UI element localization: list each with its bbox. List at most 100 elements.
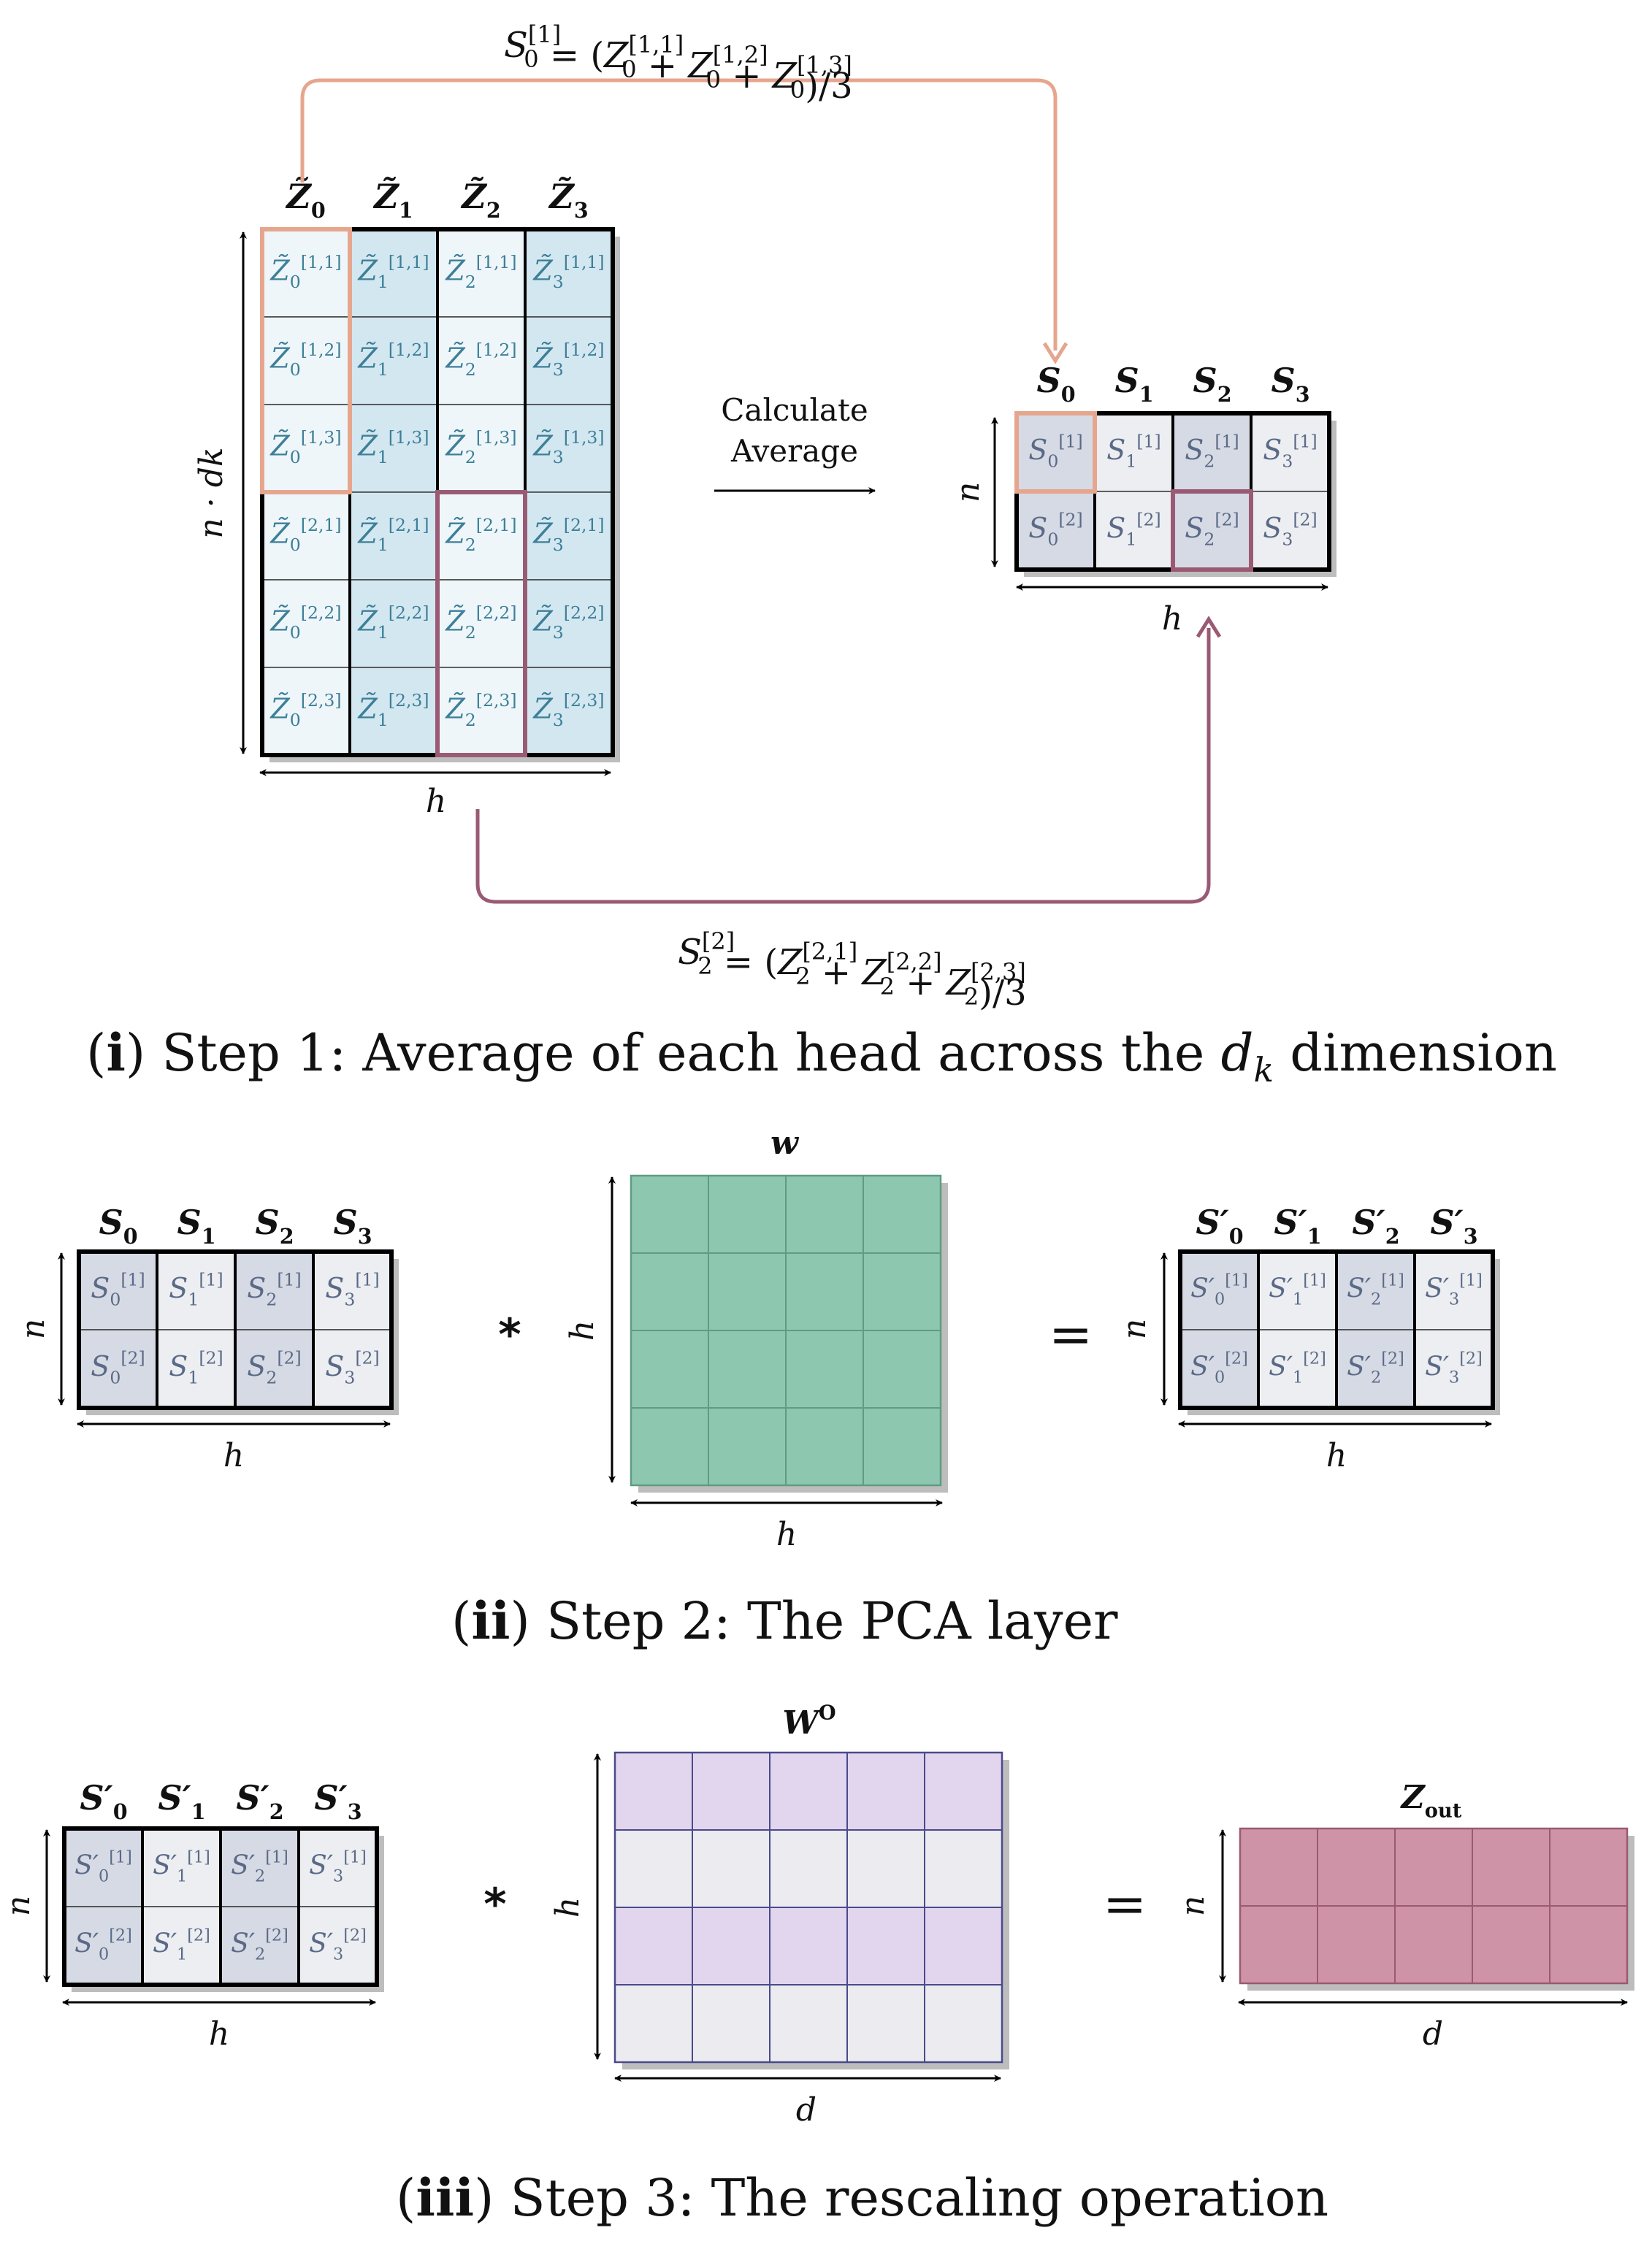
wo-matrix-cell	[769, 1907, 848, 1985]
z-head-label: Z̃0	[285, 177, 325, 223]
z-head-label: Z̃1	[372, 177, 413, 223]
step2-sp-matrix-cell-label: S′0[2]	[1190, 1349, 1248, 1387]
step2-s-width-label: h	[223, 1437, 244, 1474]
z-matrix-cell-label: Z̃1[2,1]	[357, 515, 429, 555]
z-matrix-cell-label: Z̃1[2,3]	[357, 690, 429, 730]
wo-matrix-cell	[769, 1752, 848, 1831]
z-matrix-cell-label: Z̃0[2,1]	[269, 515, 341, 555]
s-matrix-cell	[1094, 413, 1174, 492]
step2-s-matrix-cell	[234, 1329, 314, 1409]
step2-sp-matrix: S′0[1]S′1[1]S′2[1]S′3[1]S′0[2]S′1[2]S′2[…	[1178, 1249, 1500, 1415]
z-highlight-maroon	[435, 490, 527, 757]
w-matrix-cell	[708, 1407, 787, 1486]
step2-s-matrix-cell-label: S2[2]	[247, 1347, 301, 1387]
wo-matrix-cell	[924, 1907, 1003, 1985]
caption-step-3-text: Step 3: The rescaling operation	[510, 2168, 1329, 2228]
step2-s-height-label: n	[15, 1319, 52, 1339]
step2-s-matrix-border	[77, 1249, 394, 1410]
wo-matrix-cell	[614, 1984, 693, 2063]
step2-sp-matrix-cell	[1179, 1329, 1259, 1409]
z-matrix-cell	[349, 316, 438, 405]
wo-height-label: h	[549, 1897, 586, 1918]
z-matrix-cell	[437, 667, 526, 756]
wo-matrix-cell	[846, 1829, 925, 1908]
z-matrix-cell-label: Z̃2[1,3]	[445, 427, 516, 467]
z-matrix-cell	[349, 667, 438, 756]
step2-sp-matrix-cell-label: S′2[2]	[1347, 1349, 1404, 1387]
s-matrix-cell-label: S1[2]	[1106, 509, 1160, 549]
step2-sp-matrix-cell	[1336, 1251, 1415, 1330]
z-matrix-cell	[524, 667, 613, 756]
w-matrix-cell	[785, 1407, 864, 1486]
z-matrix-cell-label: Z̃1[1,2]	[357, 340, 429, 380]
step2-sp-matrix-cell-label: S′0[1]	[1190, 1271, 1248, 1309]
step3-sp-matrix-cell-label: S′0[1]	[74, 1848, 132, 1886]
step2-s-matrix-cell-label: S1[1]	[169, 1269, 223, 1309]
step2-sp-matrix-cell-label: S′2[1]	[1347, 1271, 1404, 1309]
z-matrix-cell-label: Z̃0[2,2]	[269, 602, 341, 643]
step2-multiply: *	[498, 1309, 521, 1360]
step2-s-matrix-cell	[156, 1251, 236, 1330]
s-highlight-maroon	[1171, 489, 1253, 572]
step3-sp-matrix-cell	[64, 1906, 143, 1985]
s-head-label: S3	[1271, 361, 1309, 407]
w-matrix-cell	[863, 1175, 941, 1254]
z-matrix-cell-label: Z̃2[2,1]	[445, 515, 516, 555]
wo-matrix-cell	[769, 1984, 848, 2063]
z-matrix-cell-label: Z̃2[2,3]	[445, 690, 516, 730]
w-matrix-cell	[785, 1252, 864, 1331]
w-matrix-cell	[785, 1330, 864, 1409]
z-matrix-cell-label: Z̃3[2,3]	[532, 690, 604, 730]
zout-width-label: d	[1423, 2015, 1443, 2053]
step3-sp-matrix-cell-label: S′3[2]	[309, 1926, 367, 1964]
step2-equals: =	[1049, 1303, 1093, 1365]
step3-sp-matrix-cell	[142, 1828, 221, 1907]
z-highlight-orange	[260, 227, 352, 494]
step2-s-matrix: S0[1]S1[1]S2[1]S3[1]S0[2]S1[2]S2[2]S3[2]	[77, 1249, 399, 1415]
s-matrix-cell-label: S3[1]	[1263, 431, 1317, 471]
zout-matrix	[1239, 1827, 1634, 1991]
step3-sp-head-label: S′3	[314, 1778, 362, 1824]
z-matrix-cell	[437, 316, 526, 405]
formula-bottom: S[2]2 = (Z[2,1]2 + Z[2,2]2 + Z[2,3]2)/3	[678, 927, 1027, 1014]
caption-step-1: (i) Step 1: Average of each head across …	[86, 1022, 1557, 1090]
zout-height-label: n	[1174, 1896, 1212, 1916]
caption-step-1-symbol: dk	[1220, 1023, 1274, 1090]
s-matrix-cell-label: S2[1]	[1185, 431, 1239, 471]
w-matrix-cell	[708, 1252, 787, 1331]
w-label: w	[770, 1125, 800, 1162]
w-height-label: h	[564, 1320, 601, 1341]
z-matrix-cell	[261, 579, 351, 668]
caption-step-3-number: iii	[416, 2167, 475, 2228]
op-label-line1: Calculate	[721, 392, 868, 428]
connector-orange	[300, 78, 1058, 351]
zout-matrix-border	[1239, 1827, 1629, 1985]
caption-step-1-text: Step 1: Average of each head across the	[161, 1023, 1205, 1083]
step3-sp-matrix-cell-label: S′2[2]	[231, 1926, 288, 1964]
step2-sp-head-label: S′0	[1196, 1203, 1243, 1249]
step3-sp-width-label: h	[209, 2015, 229, 2053]
z-matrix-cell	[437, 579, 526, 668]
z-matrix-cell-label: Z̃1[1,1]	[357, 252, 429, 292]
wo-matrix	[613, 1751, 1009, 2069]
zout-matrix-cell	[1394, 1905, 1473, 1984]
w-matrix-cell	[863, 1407, 941, 1486]
s-width-label: h	[1162, 600, 1182, 637]
zout-matrix-cell	[1317, 1905, 1396, 1984]
z-matrix: Z̃0[1,1]Z̃1[1,1]Z̃2[1,1]Z̃3[1,1]Z̃0[1,2]…	[260, 227, 620, 762]
wo-matrix-cell	[846, 1984, 925, 2063]
wo-matrix-cell	[769, 1829, 848, 1908]
z-matrix-cell-label: Z̃3[2,2]	[532, 602, 604, 643]
step2-s-matrix-cell	[78, 1329, 158, 1409]
step3-sp-matrix-cell-label: S′1[2]	[153, 1926, 210, 1964]
z-height-label: n · dk	[193, 447, 230, 538]
step2-sp-head-label: S′3	[1430, 1203, 1477, 1249]
w-matrix	[630, 1174, 948, 1493]
w-matrix-cell	[785, 1175, 864, 1254]
w-matrix-cell	[630, 1330, 709, 1409]
step3-sp-matrix-cell-label: S′0[2]	[74, 1926, 132, 1964]
caption-step-1-tail: dimension	[1290, 1023, 1557, 1083]
wo-matrix-border	[613, 1751, 1003, 2064]
s-matrix-cell-label: S3[2]	[1263, 509, 1317, 549]
s-head-label: S2	[1193, 361, 1231, 407]
